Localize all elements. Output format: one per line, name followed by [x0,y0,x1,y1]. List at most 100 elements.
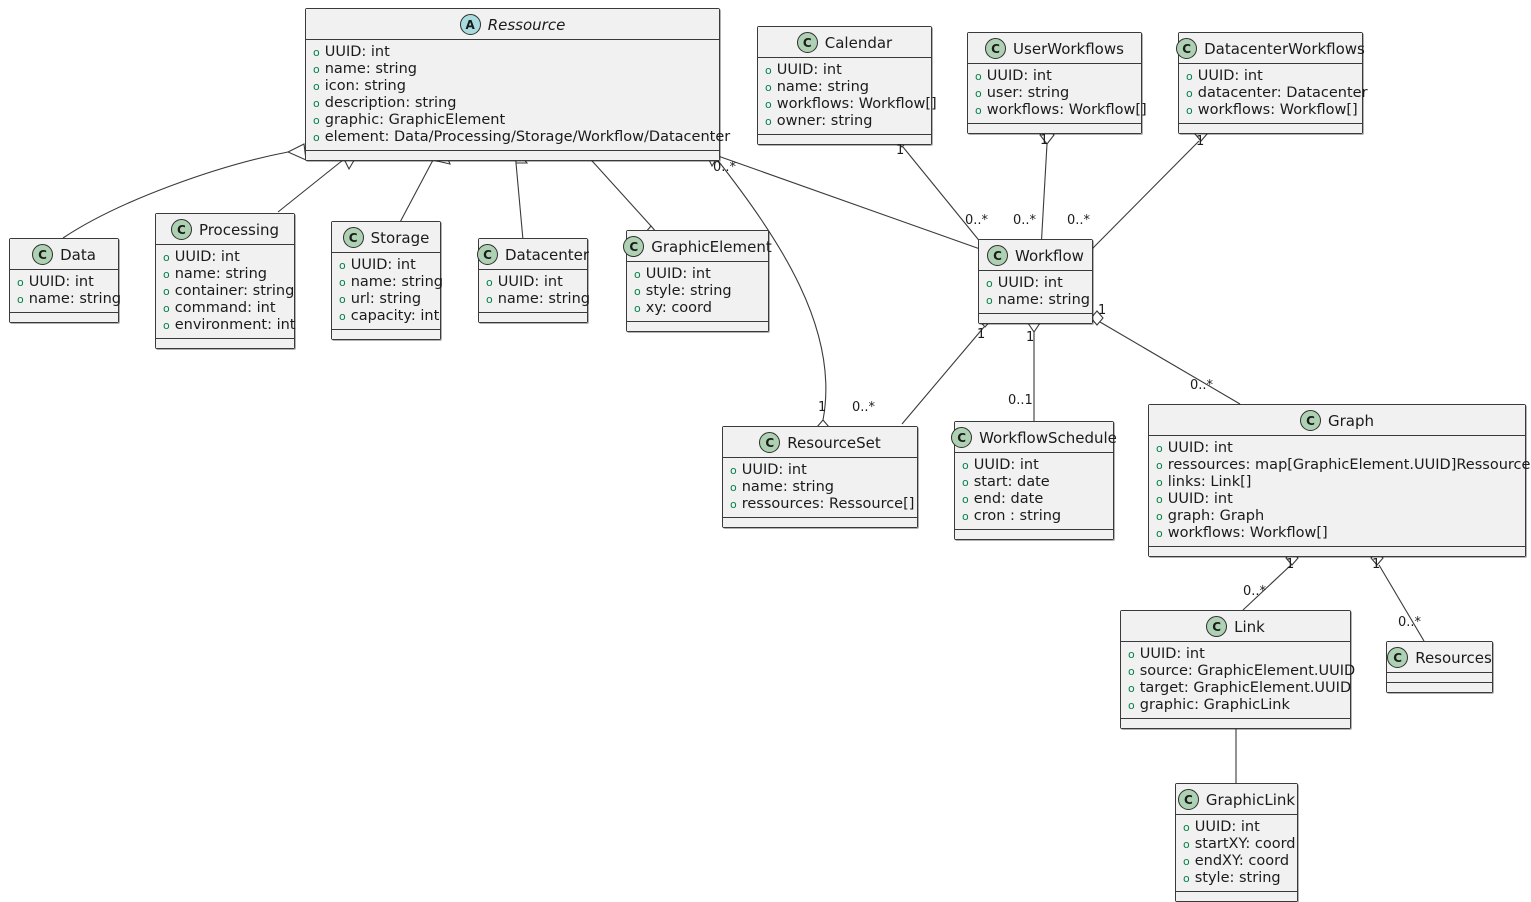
attribute-text: workflows: Workflow[] [1197,102,1358,118]
visibility-icon: o [1128,682,1135,695]
attribute-text: target: GraphicElement.UUID [1139,680,1352,696]
multiplicity-label: 0..1 [1008,393,1033,408]
class-methods-storage [332,330,440,339]
visibility-icon: o [730,498,737,511]
class-stereotype-icon: C [1387,647,1409,668]
attribute-text: workflows: Workflow[] [776,96,937,112]
attribute-text: links: Link[] [1167,474,1252,490]
association-userworkflows-workflow [1040,143,1048,250]
class-stereotype-icon: C [1206,616,1228,637]
class-methods-resourceset [723,518,917,527]
class-header-userworkflows: C UserWorkflows [968,33,1141,64]
class-header-graphicelement: C GraphicElement [623,231,772,262]
attribute-text: UUID: int [28,274,94,290]
visibility-icon: o [1183,872,1190,885]
class-methods-graphiclink [1176,892,1297,901]
attribute-text: UUID: int [986,68,1052,84]
class-header-processing: C Processing [156,214,294,245]
class-name-graph: Graph [1327,411,1374,430]
attribute-text: UUID: int [741,462,807,478]
class-name-graphiclink: GraphicLink [1205,790,1296,809]
association-workflow-resourceset [901,326,985,425]
attribute-row: o style: string [1183,870,1291,887]
class-name-workflowschedule: WorkflowSchedule [979,428,1117,447]
attribute-row: o ressources: map[GraphicElement.UUID]Res… [1156,457,1530,474]
attribute-text: UUID: int [324,44,390,60]
visibility-icon: o [1156,459,1163,472]
attribute-text: name: string [174,266,267,282]
attribute-text: style: string [1194,870,1281,886]
generalization-processing-ressource [277,159,344,213]
attribute-text: name: string [28,291,121,307]
class-resources[interactable]: C Resources [1386,641,1493,693]
visibility-icon: o [962,493,969,506]
visibility-icon: o [313,80,320,93]
multiplicity-label: 1 [1098,303,1107,318]
visibility-icon: o [1186,87,1193,100]
multiplicity-label: 1 [818,400,827,415]
generalization-arrow-data [286,143,307,161]
visibility-icon: o [975,87,982,100]
attribute-text: name: string [741,479,834,495]
multiplicity-label: 1 [1040,133,1049,148]
attribute-text: datacenter: Datacenter [1197,85,1368,101]
class-methods-workflowschedule [955,530,1113,539]
visibility-icon: o [486,293,493,306]
visibility-icon: o [962,476,969,489]
attribute-text: startXY: coord [1194,836,1296,852]
attribute-text: graphic: GraphicElement [324,112,506,128]
multiplicity-label: 0..* [713,160,737,175]
class-header-datacenter: C Datacenter [476,239,589,270]
class-name-link: Link [1234,617,1265,636]
attribute-text: style: string [645,283,732,299]
association-workflow-graph [1099,321,1241,405]
class-stereotype-icon: C [170,219,192,240]
attribute-text: cron : string [973,508,1062,524]
visibility-icon: o [1156,527,1163,540]
visibility-icon: o [339,293,346,306]
attribute-text: description: string [324,95,457,111]
attribute-text: ressources: map[GraphicElement.UUID]Ress… [1167,457,1531,473]
visibility-icon: o [163,268,170,281]
visibility-icon: o [17,276,24,289]
attribute-text: UUID: int [497,274,563,290]
